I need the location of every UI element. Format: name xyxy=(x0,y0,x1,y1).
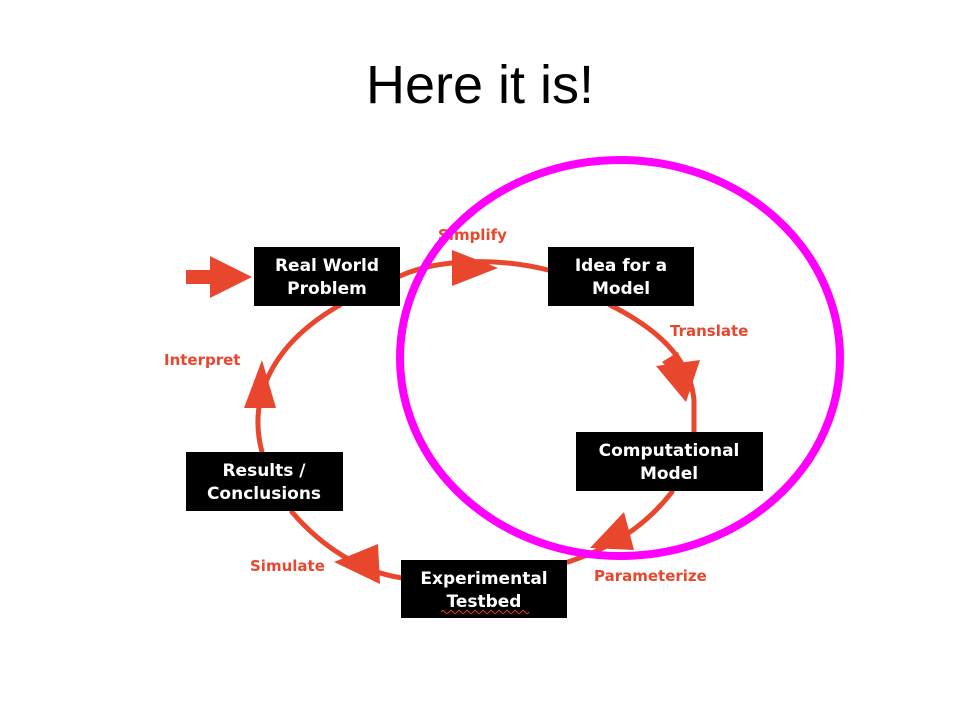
box-idea-for-model-line1: Idea for a xyxy=(575,256,667,276)
arrowhead-simulate xyxy=(334,544,380,584)
box-real-world-problem: Real World Problem xyxy=(254,247,400,306)
cycle-arrowheads xyxy=(186,250,700,584)
arrowhead-parameterize xyxy=(590,512,634,550)
box-results-conclusions-line2: Conclusions xyxy=(207,484,321,504)
label-translate: Translate xyxy=(670,322,748,340)
box-real-world-problem-line1: Real World xyxy=(275,256,379,276)
spellcheck-underline xyxy=(440,610,530,614)
arrowhead-simplify xyxy=(452,250,498,286)
label-simulate: Simulate xyxy=(250,557,325,575)
arrowhead-interpret xyxy=(244,360,276,408)
box-results-conclusions-line1: Results / xyxy=(222,461,306,481)
arc-simulate xyxy=(289,509,405,581)
box-experimental-testbed-line1: Experimental xyxy=(420,569,547,589)
box-real-world-problem-line2: Problem xyxy=(287,279,367,299)
label-interpret: Interpret xyxy=(164,351,240,369)
cycle-arcs xyxy=(255,259,697,581)
arrowhead-translate-tip xyxy=(656,360,700,402)
highlight-ellipse xyxy=(396,156,844,560)
box-computational-model-line1: Computational xyxy=(599,441,740,461)
box-computational-model: Computational Model xyxy=(576,432,763,491)
box-experimental-testbed-line2: Testbed xyxy=(447,592,522,612)
box-results-conclusions: Results / Conclusions xyxy=(186,452,343,511)
box-computational-model-line2: Model xyxy=(640,464,698,484)
entry-arrowhead xyxy=(210,256,252,298)
box-idea-for-model: Idea for a Model xyxy=(548,247,694,306)
arc-interpret xyxy=(255,302,343,455)
box-idea-for-model-line2: Model xyxy=(592,279,650,299)
slide-title: Here it is! xyxy=(365,55,595,115)
box-experimental-testbed: Experimental Testbed xyxy=(401,560,567,618)
label-parameterize: Parameterize xyxy=(594,567,707,585)
